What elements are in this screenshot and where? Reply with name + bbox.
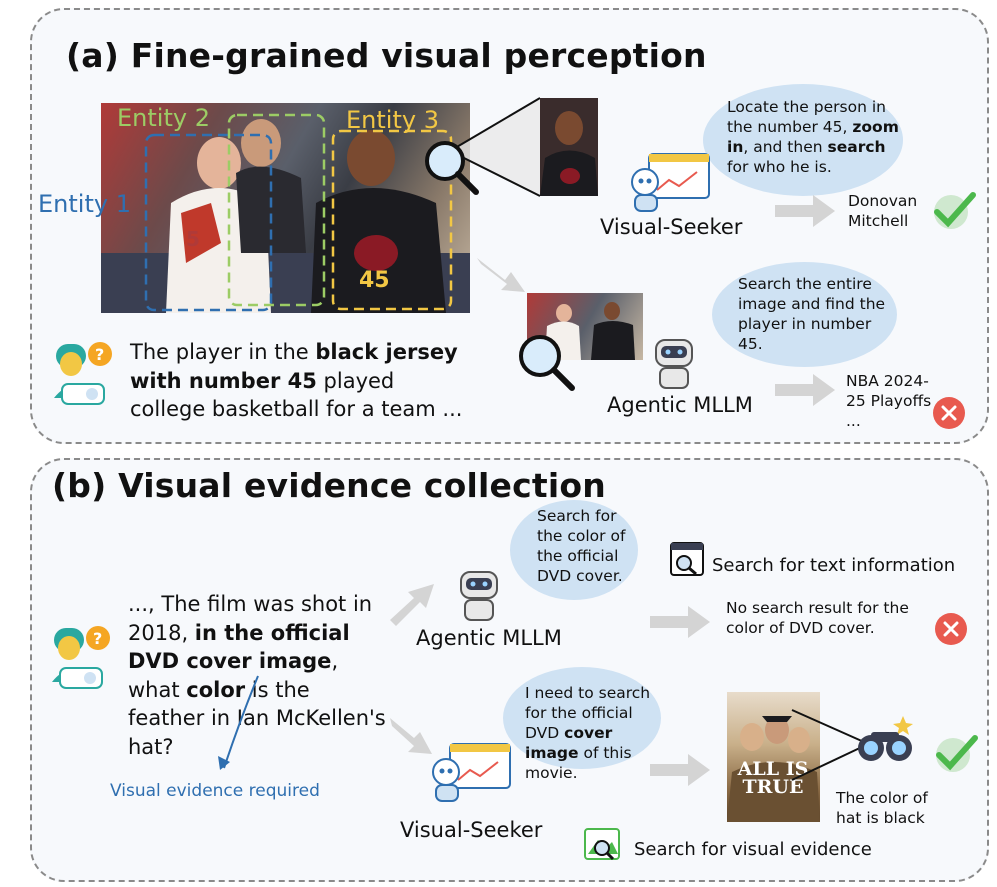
user-question-icon-b: ? xyxy=(48,622,112,692)
check-icon xyxy=(931,190,977,230)
entity-2-label: Entity 2 xyxy=(117,104,210,132)
agentic-label-b: Agentic MLLM xyxy=(416,626,562,650)
arrow-to-text-result xyxy=(650,604,712,640)
panel-a-title: (a) Fine-grained visual perception xyxy=(66,36,707,75)
visual-result: The color of hat is black xyxy=(836,788,946,828)
agentic-robot-icon-b xyxy=(455,568,503,624)
cross-icon-b xyxy=(933,611,969,647)
arrow-to-poster xyxy=(650,752,712,788)
arrow-to-agentic-b xyxy=(386,580,446,630)
svg-text:?: ? xyxy=(93,629,102,648)
magnifier-icon xyxy=(420,136,482,198)
agentic-bubble-a-text: Search the entire image and find the pla… xyxy=(738,274,893,354)
annotation-text: Visual evidence required xyxy=(110,781,320,801)
svg-text:?: ? xyxy=(95,345,104,364)
cross-icon xyxy=(931,395,967,431)
magnifier-icon-2 xyxy=(514,330,578,394)
check-icon-b xyxy=(933,733,979,773)
visual-seeker-label-b: Visual-Seeker xyxy=(400,818,542,842)
visual-search-icon xyxy=(582,826,624,864)
annotation-arrow xyxy=(210,670,270,780)
entity-3-label: Entity 3 xyxy=(346,106,439,134)
seeker-bubble-a-text: Locate the person in the number 45, zoom… xyxy=(727,97,902,177)
agentic-label-a: Agentic MLLM xyxy=(607,393,753,417)
zoomed-crop xyxy=(540,98,598,196)
arrow-to-answer-a1 xyxy=(775,193,837,229)
text-search-label: Search for text information xyxy=(712,555,955,576)
visual-seeker-robot-icon-b xyxy=(428,740,513,805)
jersey-number-5: 5 xyxy=(186,227,200,251)
agentic-robot-icon xyxy=(650,336,698,392)
text-result: No search result for the color of DVD co… xyxy=(726,598,926,638)
visual-search-label: Search for visual evidence xyxy=(634,839,872,860)
text-search-icon xyxy=(668,540,708,580)
seeker-bubble-b-text: I need to search for the official DVD co… xyxy=(525,683,665,783)
panel-b-title: (b) Visual evidence collection xyxy=(52,466,606,505)
entity-1-label: Entity 1 xyxy=(38,190,131,218)
agentic-bubble-b-text: Search for the color of the official DVD… xyxy=(537,506,633,586)
jersey-number-45: 45 xyxy=(359,268,390,293)
user-question-icon: ? xyxy=(50,338,114,408)
visual-seeker-label-a: Visual-Seeker xyxy=(600,215,742,239)
arrow-to-answer-a2 xyxy=(775,372,837,408)
basketball-photo: 5 45 xyxy=(101,103,470,313)
arrow-photo-to-agentic-a xyxy=(475,248,533,296)
question-a: The player in the black jersey with numb… xyxy=(130,338,475,424)
visual-seeker-robot-icon xyxy=(627,150,712,215)
seeker-answer-a: Donovan Mitchell xyxy=(848,191,928,231)
binoculars-icon xyxy=(855,714,917,766)
